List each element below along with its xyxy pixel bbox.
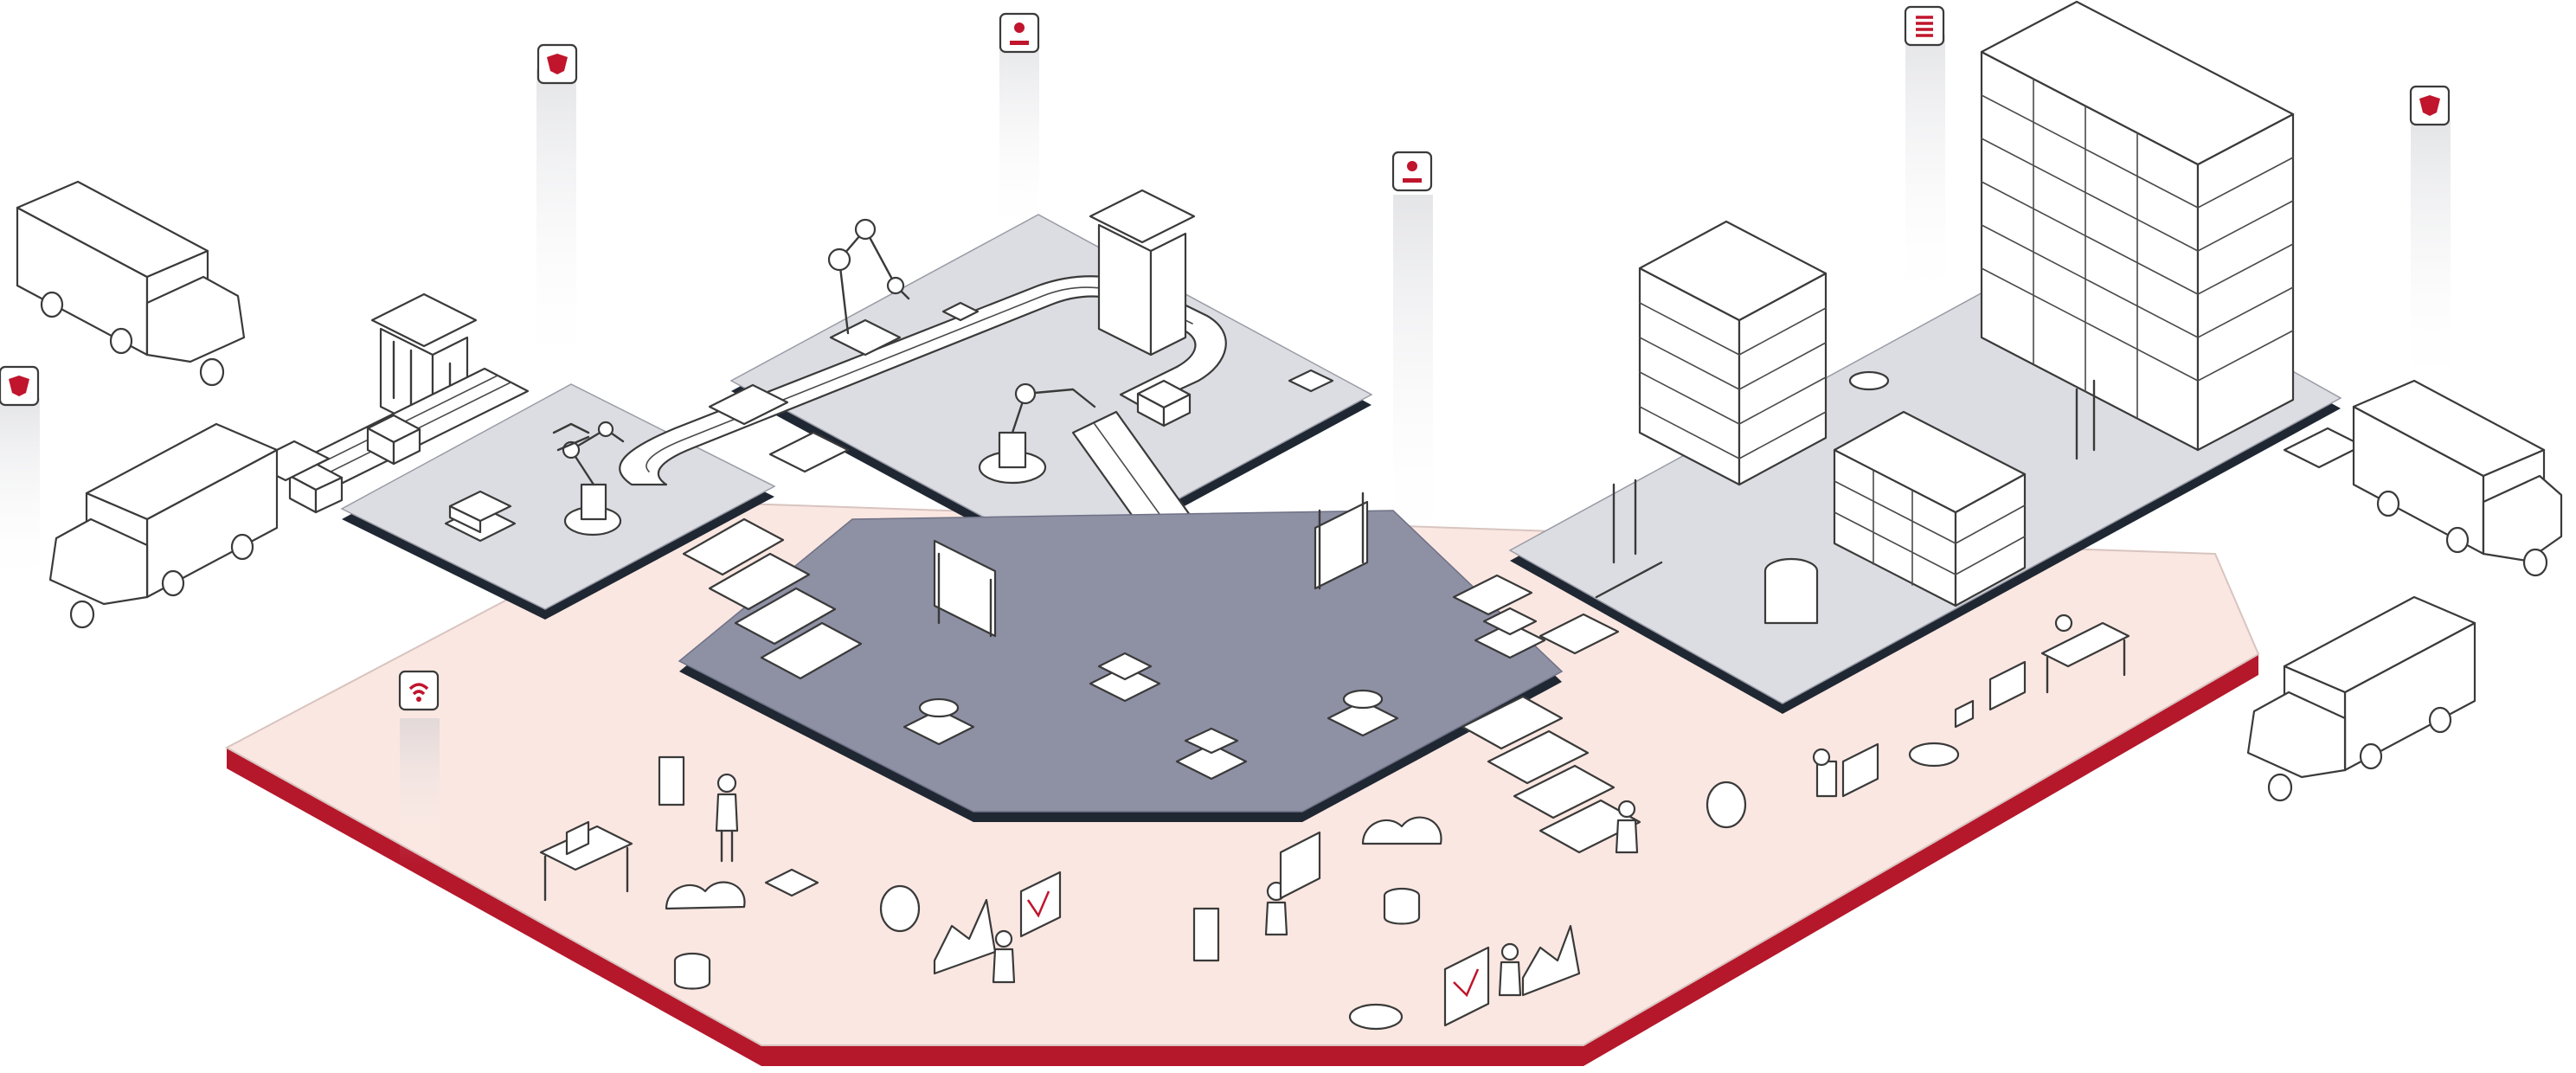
truck-dock-icon[interactable] <box>0 365 40 407</box>
truck-dock-icon[interactable] <box>536 43 578 85</box>
agv-cargo <box>903 607 1546 781</box>
marker-pillars <box>0 35 2451 865</box>
shelving-icon[interactable] <box>1904 5 1945 47</box>
software-floor-items <box>539 614 2130 1031</box>
operator-icon[interactable] <box>1391 151 1433 192</box>
truck-right-lower <box>2246 595 2476 802</box>
automated-storage-platform <box>1508 0 2342 714</box>
truck-mid-left <box>48 422 279 629</box>
icon-markers[interactable] <box>0 5 2451 711</box>
truck-top-left <box>16 180 246 387</box>
truck-right-upper <box>2352 379 2563 577</box>
outbound-trucks <box>2246 379 2563 802</box>
truck-dock-icon[interactable] <box>2409 85 2451 126</box>
conveyor-robot-platform <box>619 189 1373 628</box>
stairs-right <box>1461 695 1641 854</box>
wireless-icon[interactable] <box>398 670 440 711</box>
robot-handling-icon[interactable] <box>999 12 1040 54</box>
inbound-trucks <box>16 180 279 629</box>
agv-transport-platform <box>678 492 1564 822</box>
